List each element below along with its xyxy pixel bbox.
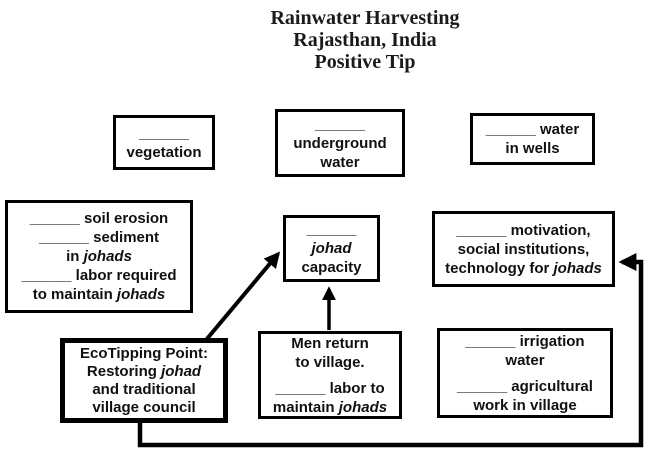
text-line: johad	[311, 240, 352, 257]
text-line: water	[505, 351, 545, 369]
text-line: to village.	[295, 353, 365, 371]
text-line: ______	[306, 221, 357, 238]
text-line: vegetation	[126, 143, 202, 161]
text-line: ______	[138, 124, 190, 142]
box-soil-erosion: ______ soil erosion ______ sediment in joh…	[5, 200, 193, 313]
text-line: in wells	[505, 140, 560, 157]
title-line-3: Positive Tip	[314, 51, 416, 73]
text-line: ______ motivation,	[456, 221, 591, 239]
text-line: technology for johads	[445, 259, 602, 277]
text-line: Men return	[291, 334, 369, 352]
text-line: ______ agricultural	[457, 377, 593, 395]
text-line: ______ soil erosion	[29, 210, 169, 227]
text-line: work in village	[473, 396, 577, 414]
text-line: EcoTipping Point:	[79, 344, 209, 362]
text-line: ______ water	[485, 121, 580, 138]
text-line: ______ irrigation	[465, 332, 585, 350]
box-motivation: ______ motivation,social institutions,te…	[432, 211, 615, 287]
title-line-1: Rainwater Harvesting	[270, 7, 460, 29]
text-line: capacity	[301, 259, 362, 276]
text-line: underground	[293, 134, 387, 152]
box-johad-capacity: ______johad capacity	[283, 215, 380, 282]
text-line: ______ labor to	[275, 379, 385, 397]
diagram-title: Rainwater Harvesting Rajasthan, India Po…	[80, 7, 650, 73]
text-line: ______ sediment	[38, 229, 160, 246]
title-line-2: Rajasthan, India	[293, 29, 437, 51]
text-line: ______	[314, 115, 366, 133]
text-line: ______ labor required	[21, 267, 177, 284]
text-line: to maintain johads	[32, 286, 166, 303]
text-line: social institutions,	[457, 240, 590, 258]
box-vegetation: ______vegetation	[113, 115, 215, 170]
text-line: water	[320, 153, 360, 171]
arrow-ecotipping-to-johad-capacity	[204, 251, 281, 342]
text-line: village council	[92, 398, 196, 416]
text-line: in johads	[66, 248, 132, 265]
text-line: and traditional	[92, 380, 196, 398]
box-water-in-wells: ______ water in wells	[470, 113, 595, 165]
text-line: maintain johads	[272, 398, 388, 416]
arrow-ecotipping-loop-to-motivation	[137, 253, 644, 448]
text-line: Restoring johad	[86, 362, 202, 380]
